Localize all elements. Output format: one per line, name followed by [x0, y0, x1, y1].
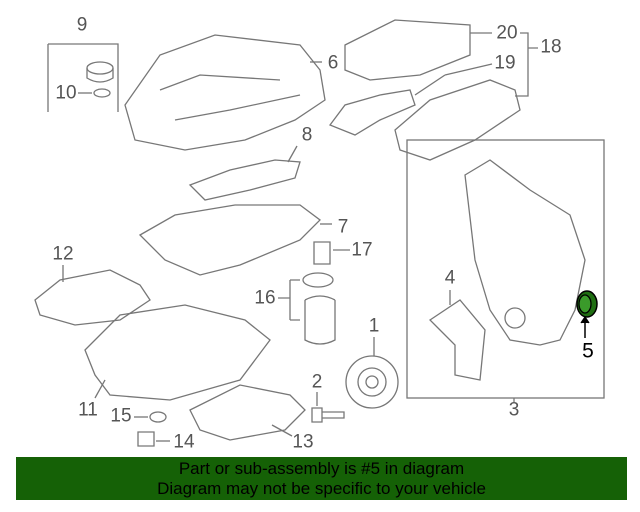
- crankshaft-pulley: [345, 355, 399, 409]
- lower-oil-pan: [189, 384, 306, 441]
- drain-plug: [137, 431, 155, 447]
- callout-5-highlighted[interactable]: 5: [582, 339, 594, 363]
- callout-17[interactable]: 17: [351, 239, 373, 261]
- timing-cover: [464, 159, 586, 346]
- drain-washer: [149, 411, 167, 423]
- callout-1[interactable]: 1: [368, 315, 380, 337]
- callout-4[interactable]: 4: [444, 267, 456, 289]
- callout-20[interactable]: 20: [496, 22, 518, 44]
- oil-filter: [304, 295, 336, 345]
- front-crank-seal-highlighted: [576, 290, 598, 318]
- callout-11[interactable]: 11: [78, 399, 98, 421]
- banner-line-2: Diagram may not be specific to your vehi…: [157, 479, 486, 498]
- callout-6[interactable]: 6: [327, 52, 339, 74]
- timing-cover-gasket: [428, 299, 486, 381]
- oil-baffle: [34, 269, 151, 326]
- callout-13[interactable]: 13: [292, 431, 314, 453]
- engine-cover: [344, 19, 471, 81]
- filter-seal: [302, 272, 334, 288]
- callout-7[interactable]: 7: [337, 216, 349, 238]
- valve-cover: [124, 34, 326, 151]
- timing-cover-group-box: [406, 139, 605, 399]
- callout-15[interactable]: 15: [110, 405, 132, 427]
- callout-8[interactable]: 8: [301, 124, 313, 146]
- oil-pan-gasket: [138, 204, 321, 276]
- banner-line-1: Part or sub-assembly is #5 in diagram: [178, 459, 465, 478]
- callout-3[interactable]: 3: [508, 399, 520, 421]
- callout-18[interactable]: 18: [540, 36, 562, 58]
- valve-cover-gasket: [188, 159, 301, 201]
- callout-10[interactable]: 10: [55, 82, 77, 104]
- oil-filler-cap: [86, 61, 114, 98]
- callout-9[interactable]: 9: [76, 14, 88, 36]
- oil-filter-adapter: [313, 241, 331, 265]
- intake-manifold: [394, 79, 521, 161]
- info-banner: Part or sub-assembly is #5 in diagram Di…: [16, 457, 627, 500]
- bracket-9: [47, 43, 119, 112]
- callout-12[interactable]: 12: [52, 243, 74, 265]
- callout-16[interactable]: 16: [254, 287, 276, 309]
- intake-gasket: [328, 89, 416, 136]
- callout-19[interactable]: 19: [494, 52, 516, 74]
- callout-14[interactable]: 14: [173, 431, 195, 453]
- bolt: [311, 407, 345, 423]
- callout-2[interactable]: 2: [311, 371, 323, 393]
